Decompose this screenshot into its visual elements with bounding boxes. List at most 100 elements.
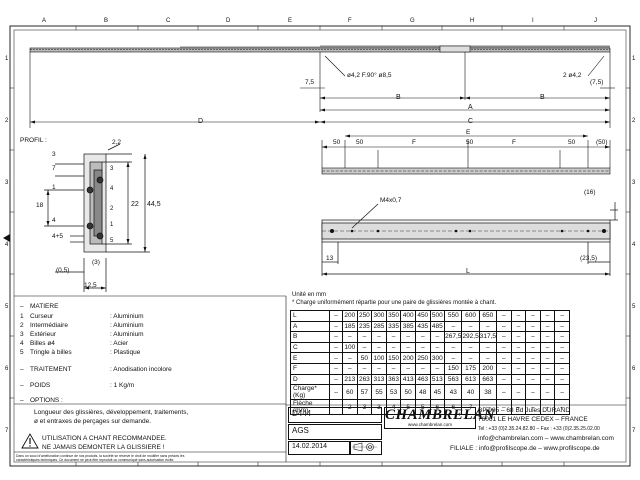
options-text-1: Longueur des glissières, développement, … (34, 409, 189, 416)
table-cell: – (510, 320, 527, 333)
table-cell: – (371, 331, 387, 343)
table-cell: – (329, 373, 343, 386)
table-cell: – (554, 352, 570, 364)
grid-col-a: A (42, 18, 47, 24)
table-cell: – (539, 384, 556, 401)
dim-a: A (468, 104, 473, 111)
table-cell: – (478, 341, 498, 354)
table-cell: 38 (478, 384, 498, 401)
table-cell: – (385, 341, 402, 354)
grid-row-2: 2 (5, 118, 9, 124)
profile-dim-2-2: 2,2 (112, 139, 122, 146)
ref-box (288, 407, 382, 423)
warning-line-1: UTILISATION A CHANT RECOMMANDEE. (42, 435, 167, 442)
table-cell: – (510, 384, 527, 401)
table-row-label: F (290, 362, 330, 375)
table-cell: – (496, 341, 512, 354)
profile-dim-4: 4 (52, 217, 56, 224)
grid-col-f: F (348, 18, 352, 24)
address-2: 76061 LE HAVRE CEDEX – FRANCE (478, 416, 588, 423)
grid-row-4-right: 4 (632, 242, 636, 248)
table-cell: 53 (385, 384, 402, 401)
table-cell: 50 (356, 352, 373, 364)
table-cell: 300 (429, 352, 446, 364)
material-no: 3 (20, 331, 24, 338)
table-cell: – (371, 341, 387, 354)
profile-dim-1: 1 (52, 184, 56, 191)
dim-e: E (466, 129, 471, 136)
table-cell: 185 (342, 320, 358, 333)
table-cell: 50 (400, 384, 416, 401)
table-cell: – (539, 341, 556, 354)
table-cell: 250 (356, 310, 373, 322)
grid-col-e: E (288, 18, 293, 24)
material-no: 5 (20, 349, 24, 356)
profile-dim-22: 22 (131, 201, 139, 208)
table-cell: – (510, 373, 527, 386)
table-cell: – (400, 362, 416, 375)
table-cell: – (496, 384, 512, 401)
table-cell: 385 (400, 320, 416, 333)
table-cell: – (554, 310, 570, 322)
table-cell: 60 (342, 384, 358, 401)
table-cell: 300 (371, 310, 387, 322)
table-cell: 100 (371, 352, 387, 364)
table-cell: – (525, 384, 541, 401)
projection-symbol-icon (352, 442, 377, 452)
phone-fax: Tel : +33 (0)2.35.24.82.80 – Fax : +33 (… (478, 426, 600, 432)
table-cell: 450 (414, 310, 431, 322)
table-cell: 663 (478, 373, 498, 386)
grid-row-6-right: 6 (632, 366, 636, 372)
table-cell: 48 (414, 384, 431, 401)
materials-marker: – (20, 303, 24, 310)
projection-box (350, 441, 382, 455)
table-cell: 413 (400, 373, 416, 386)
table-cell: – (356, 341, 373, 354)
table-cell: – (496, 320, 512, 333)
table-row-label: L (290, 310, 330, 322)
table-cell: – (525, 352, 541, 364)
thread-callout: M4x0,7 (380, 197, 402, 204)
table-cell: – (385, 331, 402, 343)
table-cell: – (329, 310, 343, 322)
table-cell: 650 (478, 310, 498, 322)
grid-row-1: 1 (5, 56, 9, 62)
table-cell: 285 (371, 320, 387, 333)
table-cell: – (342, 362, 358, 375)
grid-col-h: H (470, 18, 475, 24)
grid-row-6: 6 (5, 366, 9, 372)
profile-dim-7: 7 (52, 165, 56, 172)
table-cell: 250 (414, 352, 431, 364)
material-value: : Aluminium (110, 331, 144, 338)
pitch-dim-6: 50 (568, 139, 576, 146)
table-cell: 267,5 (444, 331, 463, 343)
profile-dim-18: 18 (36, 202, 44, 209)
table-cell: 513 (429, 373, 446, 386)
profile-callout-1: 1 (110, 222, 114, 228)
table-row: C–100–––––––––––––– (290, 341, 570, 354)
table-cell: – (329, 352, 343, 364)
table-cell: 235 (356, 320, 373, 333)
profile-dim-3: 3 (52, 151, 56, 158)
dim-l: L (466, 268, 470, 275)
table-cell: – (554, 341, 570, 354)
grid-col-g: G (410, 18, 415, 24)
pitch-dim-2: 50 (356, 139, 364, 146)
drawing-ref: D444 (292, 409, 312, 418)
table-cell: – (342, 352, 358, 364)
treatment-value: : Anodisation incolore (110, 366, 172, 373)
table-cell: – (329, 384, 343, 401)
logo-web: www.chambrelan.com (407, 422, 452, 427)
table-cell: – (525, 320, 541, 333)
table-cell: – (444, 352, 463, 364)
table-cell: – (510, 362, 527, 375)
side-view (321, 202, 618, 276)
table-cell: – (400, 331, 416, 343)
table-cell: – (429, 362, 446, 375)
materials-title: MATIERE (30, 303, 59, 310)
grid-row-4: 4 (5, 242, 9, 248)
table-cell: – (478, 320, 498, 333)
drawing-code: AGS (292, 426, 309, 435)
treatment-label: TRAITEMENT (30, 366, 72, 373)
